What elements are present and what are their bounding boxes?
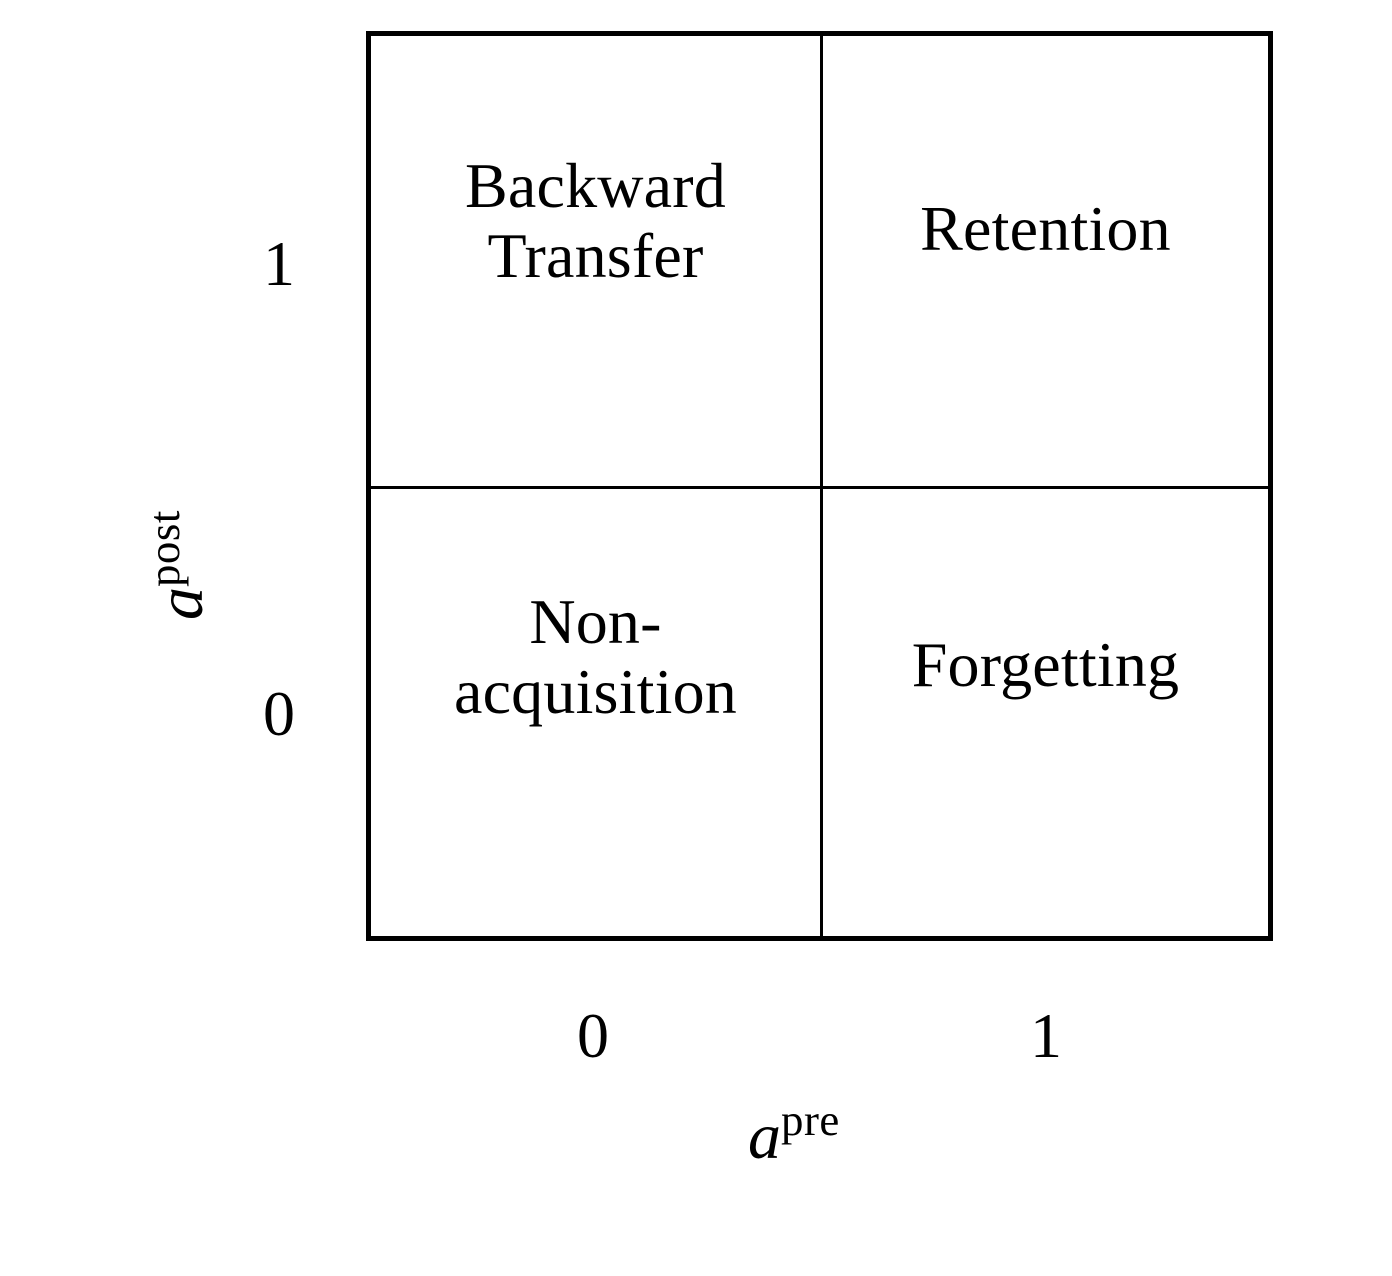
quadrant-bottom-right: Forgetting	[823, 489, 1268, 936]
x-axis-superscript: pre	[781, 1095, 840, 1145]
y-axis-symbol: a	[144, 587, 217, 620]
quadrant-bottom-left: Non- acquisition	[371, 489, 820, 936]
quadrant-top-left: Backward Transfer	[371, 31, 820, 486]
x-axis-title: apre	[748, 1098, 840, 1170]
y-axis-superscript: post	[139, 510, 189, 587]
quadrant-top-right-label: Retention	[920, 192, 1171, 264]
quadrant-top-right: Retention	[823, 31, 1268, 486]
y-axis-title: apost	[139, 510, 217, 620]
quadrant-bottom-left-label: Non- acquisition	[453, 586, 738, 727]
x-axis-tick-right: 1	[1030, 1000, 1062, 1071]
quadrant-bottom-right-label: Forgetting	[911, 628, 1180, 700]
y-axis-tick-top: 1	[263, 228, 295, 299]
quadrant-top-left-label: Backward Transfer	[464, 150, 727, 291]
x-axis-tick-left: 0	[577, 1000, 609, 1071]
x-axis-symbol: a	[748, 1100, 781, 1173]
horizontal-divider	[366, 486, 1273, 489]
y-axis-tick-bottom: 0	[263, 678, 295, 749]
